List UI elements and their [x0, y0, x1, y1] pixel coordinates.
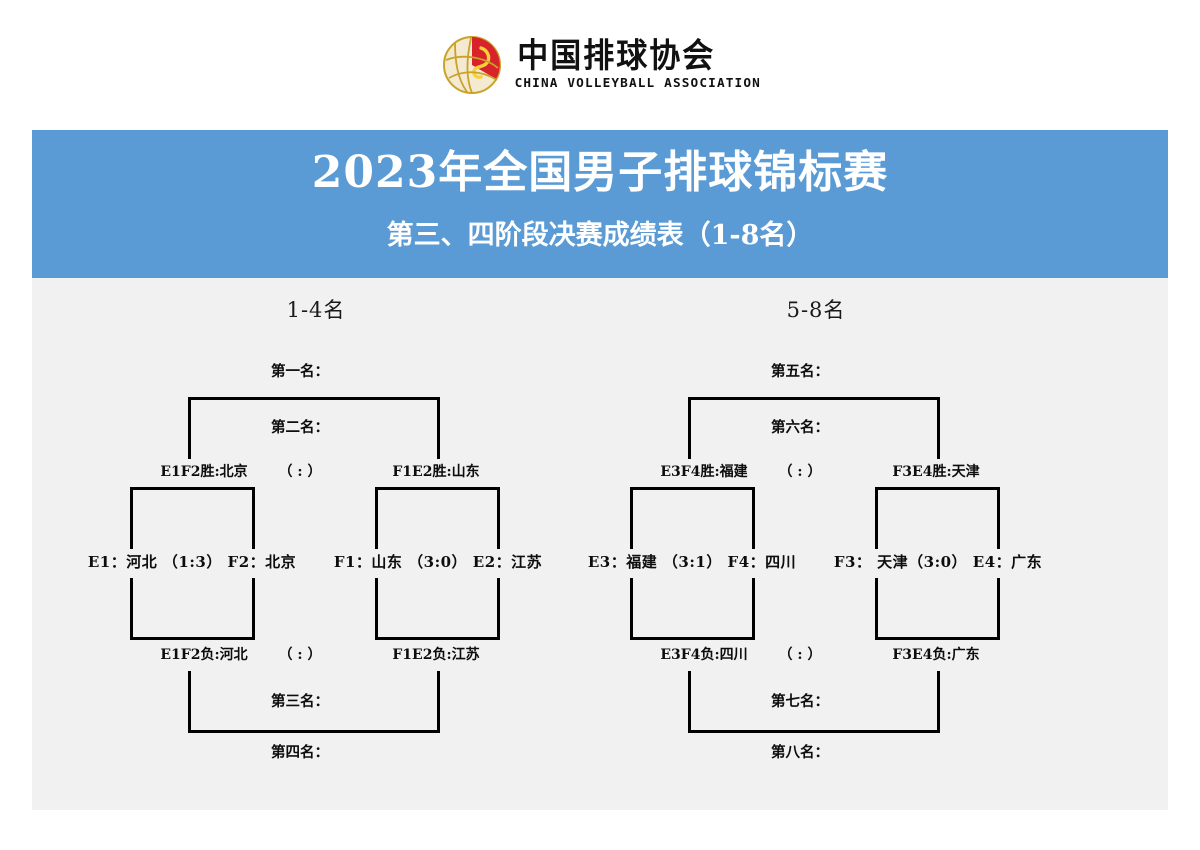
- association-name-cn: 中国排球协会: [517, 36, 716, 76]
- semifinal-2-top-right-stem: [497, 487, 500, 549]
- finalist-right: F3E4胜:天津: [892, 464, 980, 480]
- association-logo: 中国排球协会 CHINA VOLLEYBALL ASSOCIATION: [441, 34, 762, 96]
- finalist-right: F1E2胜:山东: [392, 464, 480, 480]
- rank-seventh-label: 第七名：: [771, 693, 829, 710]
- semifinal-2-top-left-stem: [875, 487, 878, 549]
- finalist-left: E1F2胜:北京: [160, 464, 248, 480]
- final-bracket-top-line: [188, 397, 440, 400]
- section-label-1-4: 1-4名: [286, 298, 346, 322]
- semifinal-1-top-line: [630, 487, 755, 490]
- finalist-left: E3F4胜:福建: [660, 464, 748, 480]
- semifinal-1-top-left-stem: [630, 487, 633, 549]
- semifinal-1-top-line: [130, 487, 255, 490]
- final-score: （ : ）: [778, 464, 822, 480]
- volleyball-logo-icon: [441, 34, 503, 96]
- semifinal-2-match: F1：山东 （3:0） E2：江苏: [333, 553, 543, 571]
- page-title: 2023年全国男子排球锦标赛: [311, 147, 889, 198]
- rank-fourth-label: 第四名：: [271, 744, 329, 761]
- semifinal-2-bottom-left-stem: [375, 578, 378, 640]
- bracket-1-4: 1-4名 第一名： 第二名： E1F2胜:北京 （ : ） F1E2胜:山东 E…: [32, 278, 600, 810]
- rank-third-label: 第三名：: [271, 693, 329, 710]
- semifinal-1-bottom-right-stem: [752, 578, 755, 640]
- semifinal-2-bottom-right-stem: [497, 578, 500, 640]
- semifinal-2-match: F3： 天津（3:0） E4：广东: [833, 553, 1043, 571]
- page-subtitle: 第三、四阶段决赛成绩表（1-8名）: [386, 219, 814, 251]
- semifinal-1-match: E3：福建 （3:1） F4：四川: [587, 553, 797, 571]
- rank-eighth-label: 第八名：: [771, 744, 829, 761]
- consolation-score: （ : ）: [778, 647, 822, 663]
- rank-sixth-label: 第六名：: [771, 419, 829, 436]
- semifinal-1-match: E1：河北 （1:3） F2：北京: [87, 553, 297, 571]
- rank-fifth-label: 第五名：: [771, 363, 829, 380]
- consolation-bracket-right-stem: [437, 671, 440, 733]
- semifinal-1-top-right-stem: [752, 487, 755, 549]
- final-bracket-right-stem: [437, 397, 440, 459]
- rank-first-label: 第一名：: [271, 363, 329, 380]
- consolation-bracket-left-stem: [188, 671, 191, 733]
- semifinal-2-bottom-line: [875, 637, 1000, 640]
- consolation-left: E3F4负:四川: [660, 647, 748, 663]
- final-bracket-right-stem: [937, 397, 940, 459]
- consolation-bracket-right-stem: [937, 671, 940, 733]
- bracket-5-8: 5-8名 第五名： 第六名： E3F4胜:福建 （ : ） F3E4胜:天津 E…: [532, 278, 1100, 810]
- semifinal-2-top-line: [875, 487, 1000, 490]
- consolation-bracket-bottom-line: [188, 730, 440, 733]
- association-name-en: CHINA VOLLEYBALL ASSOCIATION: [514, 74, 762, 90]
- semifinal-1-bottom-line: [130, 637, 255, 640]
- consolation-right: F1E2负:江苏: [392, 647, 480, 663]
- association-header: 中国排球协会 CHINA VOLLEYBALL ASSOCIATION: [0, 0, 1200, 130]
- semifinal-1-bottom-left-stem: [630, 578, 633, 640]
- semifinal-2-bottom-line: [375, 637, 500, 640]
- final-bracket-left-stem: [188, 397, 191, 459]
- semifinal-1-bottom-line: [630, 637, 755, 640]
- consolation-left: E1F2负:河北: [160, 647, 248, 663]
- consolation-bracket-bottom-line: [688, 730, 940, 733]
- consolation-score: （ : ）: [278, 647, 322, 663]
- rank-second-label: 第二名：: [271, 419, 329, 436]
- semifinal-1-bottom-left-stem: [130, 578, 133, 640]
- semifinal-2-bottom-right-stem: [997, 578, 1000, 640]
- bracket-panel: 1-4名 第一名： 第二名： E1F2胜:北京 （ : ） F1E2胜:山东 E…: [32, 278, 1168, 810]
- final-score: （ : ）: [278, 464, 322, 480]
- consolation-right: F3E4负:广东: [892, 647, 980, 663]
- semifinal-1-top-left-stem: [130, 487, 133, 549]
- semifinal-2-top-right-stem: [997, 487, 1000, 549]
- semifinal-1-top-right-stem: [252, 487, 255, 549]
- semifinal-2-bottom-left-stem: [875, 578, 878, 640]
- consolation-bracket-left-stem: [688, 671, 691, 733]
- final-bracket-left-stem: [688, 397, 691, 459]
- title-banner: 2023年全国男子排球锦标赛 第三、四阶段决赛成绩表（1-8名）: [32, 130, 1168, 278]
- semifinal-1-bottom-right-stem: [252, 578, 255, 640]
- final-bracket-top-line: [688, 397, 940, 400]
- section-label-5-8: 5-8名: [786, 298, 846, 322]
- semifinal-2-top-left-stem: [375, 487, 378, 549]
- semifinal-2-top-line: [375, 487, 500, 490]
